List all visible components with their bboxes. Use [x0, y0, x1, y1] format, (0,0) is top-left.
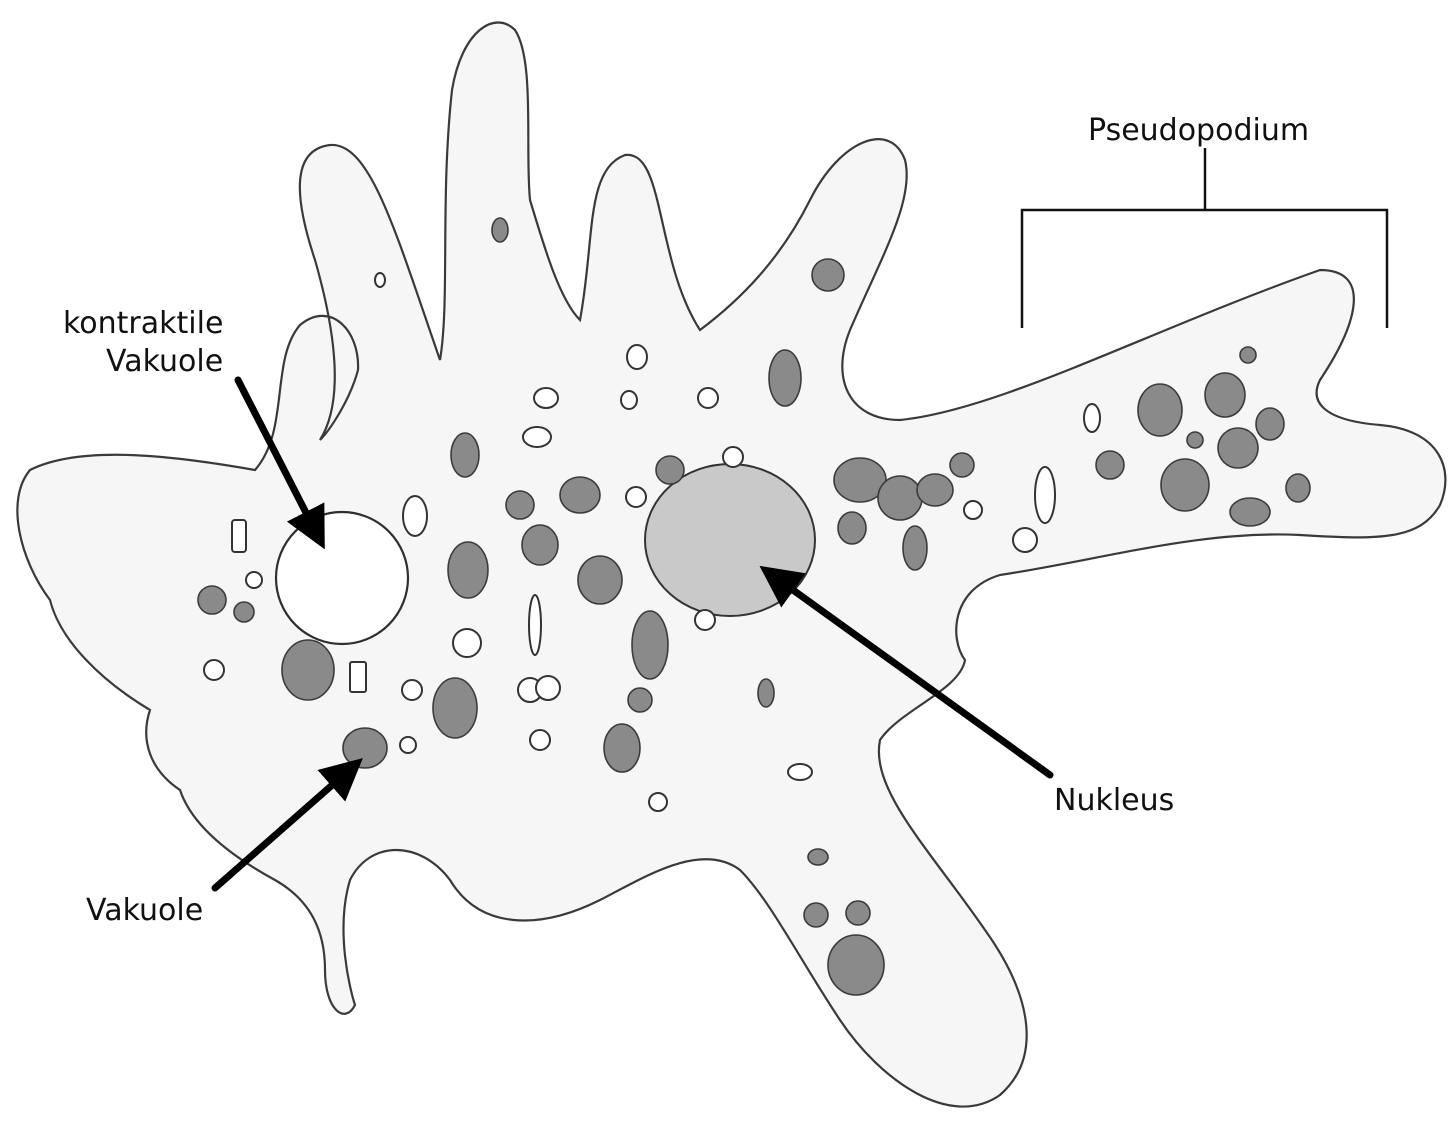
food-vacuole: [198, 586, 226, 614]
food-vacuole: [1205, 373, 1245, 417]
food-vacuole: [506, 491, 534, 519]
vacuole: [695, 610, 715, 630]
vacuole: [626, 487, 646, 507]
vacuole: [1013, 528, 1037, 552]
vacuole: [204, 660, 224, 680]
food-vacuole: [560, 477, 600, 513]
food-vacuole: [950, 453, 974, 477]
vacuole: [621, 391, 637, 409]
food-vacuole: [804, 903, 828, 927]
vacuole: [529, 595, 541, 655]
vacuole: [246, 572, 262, 588]
food-vacuole: [769, 350, 801, 406]
food-vacuole: [812, 259, 844, 291]
vacuole: [788, 764, 812, 780]
vacuole: [534, 388, 558, 408]
food-vacuole: [282, 640, 334, 700]
food-vacuole: [1240, 347, 1256, 363]
food-vacuole: [903, 526, 927, 570]
vacuole: [523, 427, 551, 447]
food-vacuole: [808, 849, 828, 865]
food-vacuole: [828, 935, 884, 995]
vacuole: [453, 629, 481, 657]
food-vacuole: [846, 901, 870, 925]
label-nucleus: Nukleus: [1054, 783, 1174, 818]
food-vacuole: [1138, 384, 1182, 436]
food-vacuole: [1161, 459, 1209, 511]
vacuole: [1084, 404, 1100, 432]
vacuole: [649, 793, 667, 811]
food-vacuole: [492, 218, 508, 242]
food-vacuole: [578, 556, 622, 604]
food-vacuole: [878, 476, 922, 520]
vacuole: [964, 501, 982, 519]
food-vacuole: [433, 678, 477, 738]
vacuole: [400, 737, 416, 753]
food-vacuole: [656, 456, 684, 484]
food-vacuole: [1187, 432, 1203, 448]
vacuole: [723, 447, 743, 467]
vacuole: [375, 273, 385, 287]
label-contractile-vacuole-line1: kontraktile: [63, 306, 223, 341]
food-vacuole: [234, 602, 254, 622]
vacuole: [403, 496, 427, 536]
food-vacuole: [758, 679, 774, 707]
food-vacuole: [1256, 408, 1284, 440]
vacuole: [530, 730, 550, 750]
label-pseudopodium: Pseudopodium: [1088, 113, 1309, 148]
food-vacuole: [838, 512, 866, 544]
vacuole: [402, 680, 422, 700]
food-vacuole: [1218, 428, 1258, 468]
food-vacuole: [917, 474, 953, 506]
food-vacuole: [451, 433, 479, 477]
vacuole: [1035, 467, 1055, 523]
food-vacuole: [522, 525, 558, 565]
vacuole: [350, 662, 366, 692]
label-vacuole: Vakuole: [86, 893, 203, 928]
food-vacuole: [628, 688, 652, 712]
food-vacuole: [343, 728, 387, 768]
food-vacuole: [1096, 451, 1124, 479]
label-contractile-vacuole-line2: Vakuole: [106, 344, 223, 379]
vacuole: [698, 388, 718, 408]
vacuole: [232, 520, 246, 552]
food-vacuole: [448, 542, 488, 598]
nucleus: [645, 464, 815, 616]
contractile-vacuole: [276, 512, 408, 644]
food-vacuole: [632, 611, 668, 679]
food-vacuole: [1286, 474, 1310, 502]
vacuole: [627, 345, 647, 369]
food-vacuole: [1230, 498, 1270, 526]
vacuole: [536, 676, 560, 700]
food-vacuole: [604, 724, 640, 772]
